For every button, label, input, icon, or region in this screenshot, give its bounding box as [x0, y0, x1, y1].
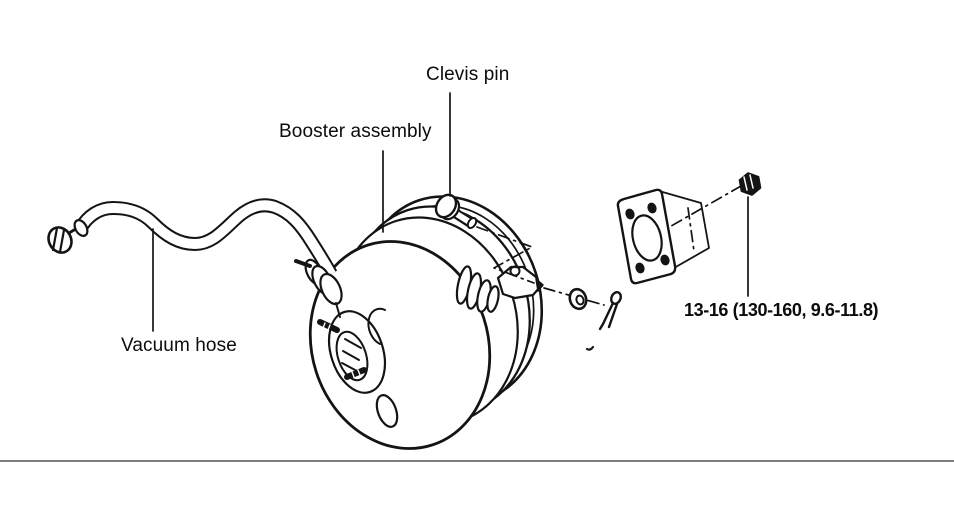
- mounting-stud: [344, 367, 367, 380]
- mounting-nut-drawing: [738, 172, 762, 196]
- pushrod-clevis-drawing: [455, 265, 544, 313]
- cotter-pin-drawing: [598, 291, 623, 331]
- booster-assembly-label: Booster assembly: [279, 121, 432, 142]
- bolt-hole: [647, 202, 657, 214]
- bolt-hole: [660, 254, 670, 266]
- washer-drawing: [568, 287, 588, 311]
- leader-lines: [152, 92, 749, 332]
- page-divider: [0, 460, 954, 462]
- tick-mark: [585, 345, 595, 351]
- hub-detail-lines: [341, 338, 362, 372]
- bracket-center-hole: [631, 214, 663, 262]
- clevis-pin-label: Clevis pin: [426, 64, 510, 85]
- hub-inner-ring: [335, 330, 369, 382]
- booster-assembly-drawing: [308, 195, 544, 450]
- hub-ring: [327, 310, 387, 394]
- hose-fitting-drawing: [294, 258, 343, 318]
- mounting-stud: [317, 319, 340, 333]
- hose-clamp-drawing: [47, 226, 76, 254]
- vacuum-hose-label: Vacuum hose: [121, 335, 237, 356]
- rod-tip: [535, 278, 544, 292]
- vacuum-hose-drawing: [73, 198, 338, 278]
- hose-open-end: [73, 219, 89, 237]
- face-slot: [367, 307, 386, 345]
- clevis-pin-drawing: [434, 193, 478, 229]
- torque-spec-label: 13-16 (130-160, 9.6-11.8): [684, 300, 879, 320]
- face-oval-hole: [375, 394, 399, 428]
- bolt-hole: [635, 262, 645, 274]
- bolt-hole: [625, 208, 635, 220]
- mounting-bracket-drawing: [616, 188, 710, 285]
